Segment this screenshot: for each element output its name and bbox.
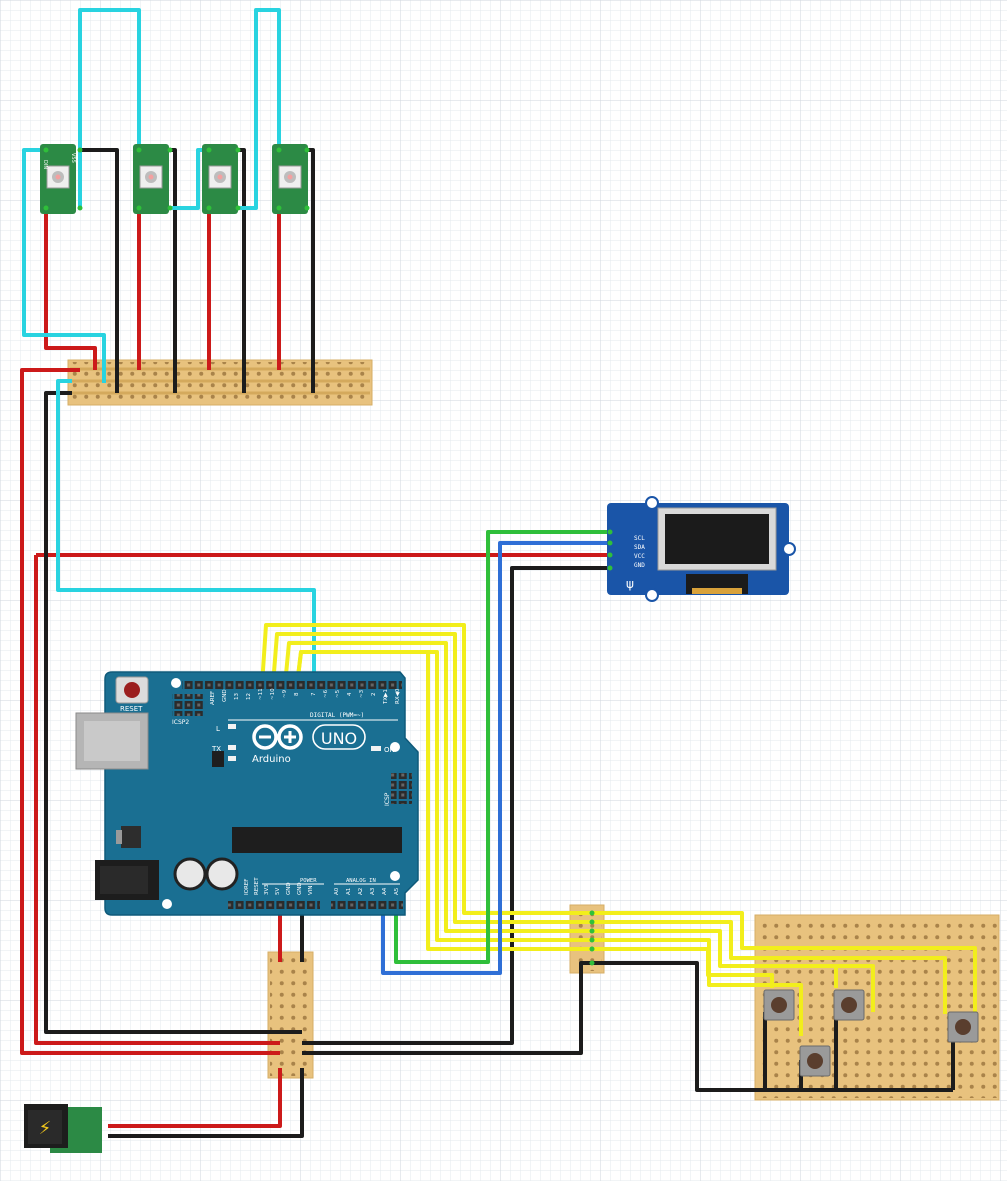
voltage-regulator <box>121 826 141 848</box>
icsp2-header <box>172 694 205 716</box>
power-jack-module[interactable]: ⚡ <box>24 1104 102 1153</box>
led-pin-label: VSS <box>70 153 76 163</box>
oled-pin-sda: SDA <box>634 544 645 551</box>
pin-label-11: ~11 <box>258 688 264 700</box>
pin-label-8: 8 <box>294 692 300 696</box>
analog-header[interactable] <box>331 899 403 909</box>
led-pin-label: DIN <box>42 160 48 169</box>
digital-pin-labels: AREF GND 13 12 ~11 ~10 ~9 8 7 ~6 ~5 4 ~3… <box>210 688 401 705</box>
power-header[interactable] <box>228 899 320 909</box>
top-stripboard[interactable] <box>67 359 373 406</box>
arduino-logo-icon <box>252 724 303 750</box>
on-led <box>371 746 381 751</box>
tx-label: TX <box>211 745 221 753</box>
power-stripboard[interactable] <box>267 951 314 1079</box>
pin-label-a3: A3 <box>370 887 376 895</box>
power-bolt-icon: ⚡ <box>39 1118 52 1139</box>
led-module-3[interactable] <box>202 144 238 214</box>
pin-label-12: 12 <box>246 693 252 700</box>
pin-label-ioref: IOREF <box>244 879 250 895</box>
pin-label-gnd: GND <box>222 689 228 702</box>
push-button-4[interactable] <box>947 1011 979 1043</box>
pin-label-a0: A0 <box>334 887 340 895</box>
arduino-uno-board[interactable]: RESET ICSP2 AREF GND 13 12 ~11 ~10 ~9 8 … <box>75 671 419 916</box>
icsp2-label: ICSP2 <box>172 719 189 726</box>
analog-label: ANALOG IN <box>346 878 376 884</box>
pin-label-7: 7 <box>311 692 317 696</box>
capacitor-2 <box>205 857 239 891</box>
power-pin-labels: IOREF RESET 3V3 5V GND GND VIN <box>244 877 314 895</box>
pin-label-4: 4 <box>347 692 353 696</box>
led-module-4[interactable] <box>272 144 308 214</box>
icsp-label: ICSP <box>384 792 391 806</box>
analog-pin-labels: A0 A1 A2 A3 A4 A5 <box>334 887 400 895</box>
pin-label-5: ~5 <box>335 689 341 698</box>
digital-header[interactable] <box>182 679 402 689</box>
pin-label-5v: 5V <box>275 888 281 895</box>
on-label: ON <box>384 746 395 754</box>
uno-label: UNO <box>321 729 357 748</box>
arduino-label: Arduino <box>252 754 291 765</box>
data-in-wires[interactable] <box>22 8 316 685</box>
pin-label-a1: A1 <box>346 888 352 895</box>
tx-led <box>228 745 236 750</box>
led-module-2[interactable] <box>133 144 169 214</box>
wire-endpoints <box>43 147 613 966</box>
oled-display-module[interactable]: ψ SCL SDA VCC GND <box>607 496 796 602</box>
pin-label-a2: A2 <box>358 888 364 895</box>
pin-label-a4: A4 <box>382 887 388 895</box>
capacitor-1 <box>173 857 207 891</box>
rx-led <box>228 756 236 761</box>
l-led <box>228 724 236 729</box>
pin-label-vin: VIN <box>308 886 314 896</box>
digital-label: DIGITAL (PWM=~) <box>310 712 364 719</box>
l-label: L <box>216 725 220 733</box>
pin-label-rx0: RX◀0 <box>395 688 401 704</box>
push-button-2[interactable] <box>799 1045 831 1077</box>
microcontroller-chip <box>232 827 402 853</box>
atmega-chip <box>212 751 224 767</box>
pin-label-gnd: GND <box>297 882 303 895</box>
oled-logo-icon: ψ <box>626 577 634 591</box>
oled-pin-vcc: VCC <box>634 553 645 560</box>
pin-label-a5: A5 <box>394 887 400 895</box>
pin-label-13: 13 <box>234 693 240 700</box>
push-button-1[interactable] <box>763 989 795 1021</box>
pin-label-tx1: TX▶1 <box>383 689 389 705</box>
power-label: POWER <box>300 878 317 884</box>
pin-label-gnd: GND <box>286 882 292 895</box>
power-wires[interactable] <box>20 208 610 1128</box>
oled-pin-scl: SCL <box>634 535 645 542</box>
oled-pin-gnd: GND <box>634 562 645 569</box>
pin-label-3: ~3 <box>359 689 365 698</box>
icsp-header <box>391 773 412 804</box>
push-button-3[interactable] <box>833 989 865 1021</box>
pin-label-aref: AREF <box>210 691 216 705</box>
pin-label-2: 2 <box>371 693 377 697</box>
led-module-1[interactable]: DIN VSS <box>40 144 76 214</box>
pin-label-9: ~9 <box>282 689 288 698</box>
pin-label-10: ~10 <box>270 688 276 700</box>
pin-label-3v3: 3V3 <box>264 884 270 895</box>
pin-label-reset: RESET <box>254 877 260 895</box>
reset-label: RESET <box>120 705 143 713</box>
i2c-wires[interactable] <box>381 530 610 975</box>
pin-label-6: ~6 <box>323 689 329 698</box>
